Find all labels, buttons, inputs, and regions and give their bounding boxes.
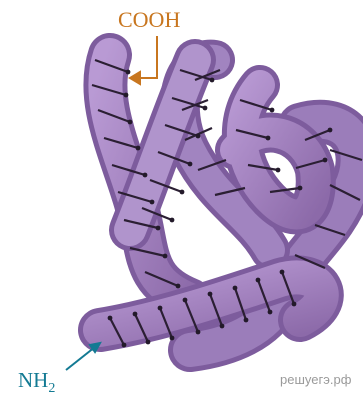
amino-arrow — [66, 343, 100, 370]
watermark: решуегэ.рф — [280, 372, 351, 387]
amino-terminus-subscript: 2 — [48, 381, 55, 396]
amino-terminus-text: NH — [18, 368, 48, 392]
carboxyl-arrow — [130, 36, 157, 84]
amino-terminus-label: NH2 — [18, 370, 55, 391]
carboxyl-terminus-label: COOH — [118, 9, 180, 31]
